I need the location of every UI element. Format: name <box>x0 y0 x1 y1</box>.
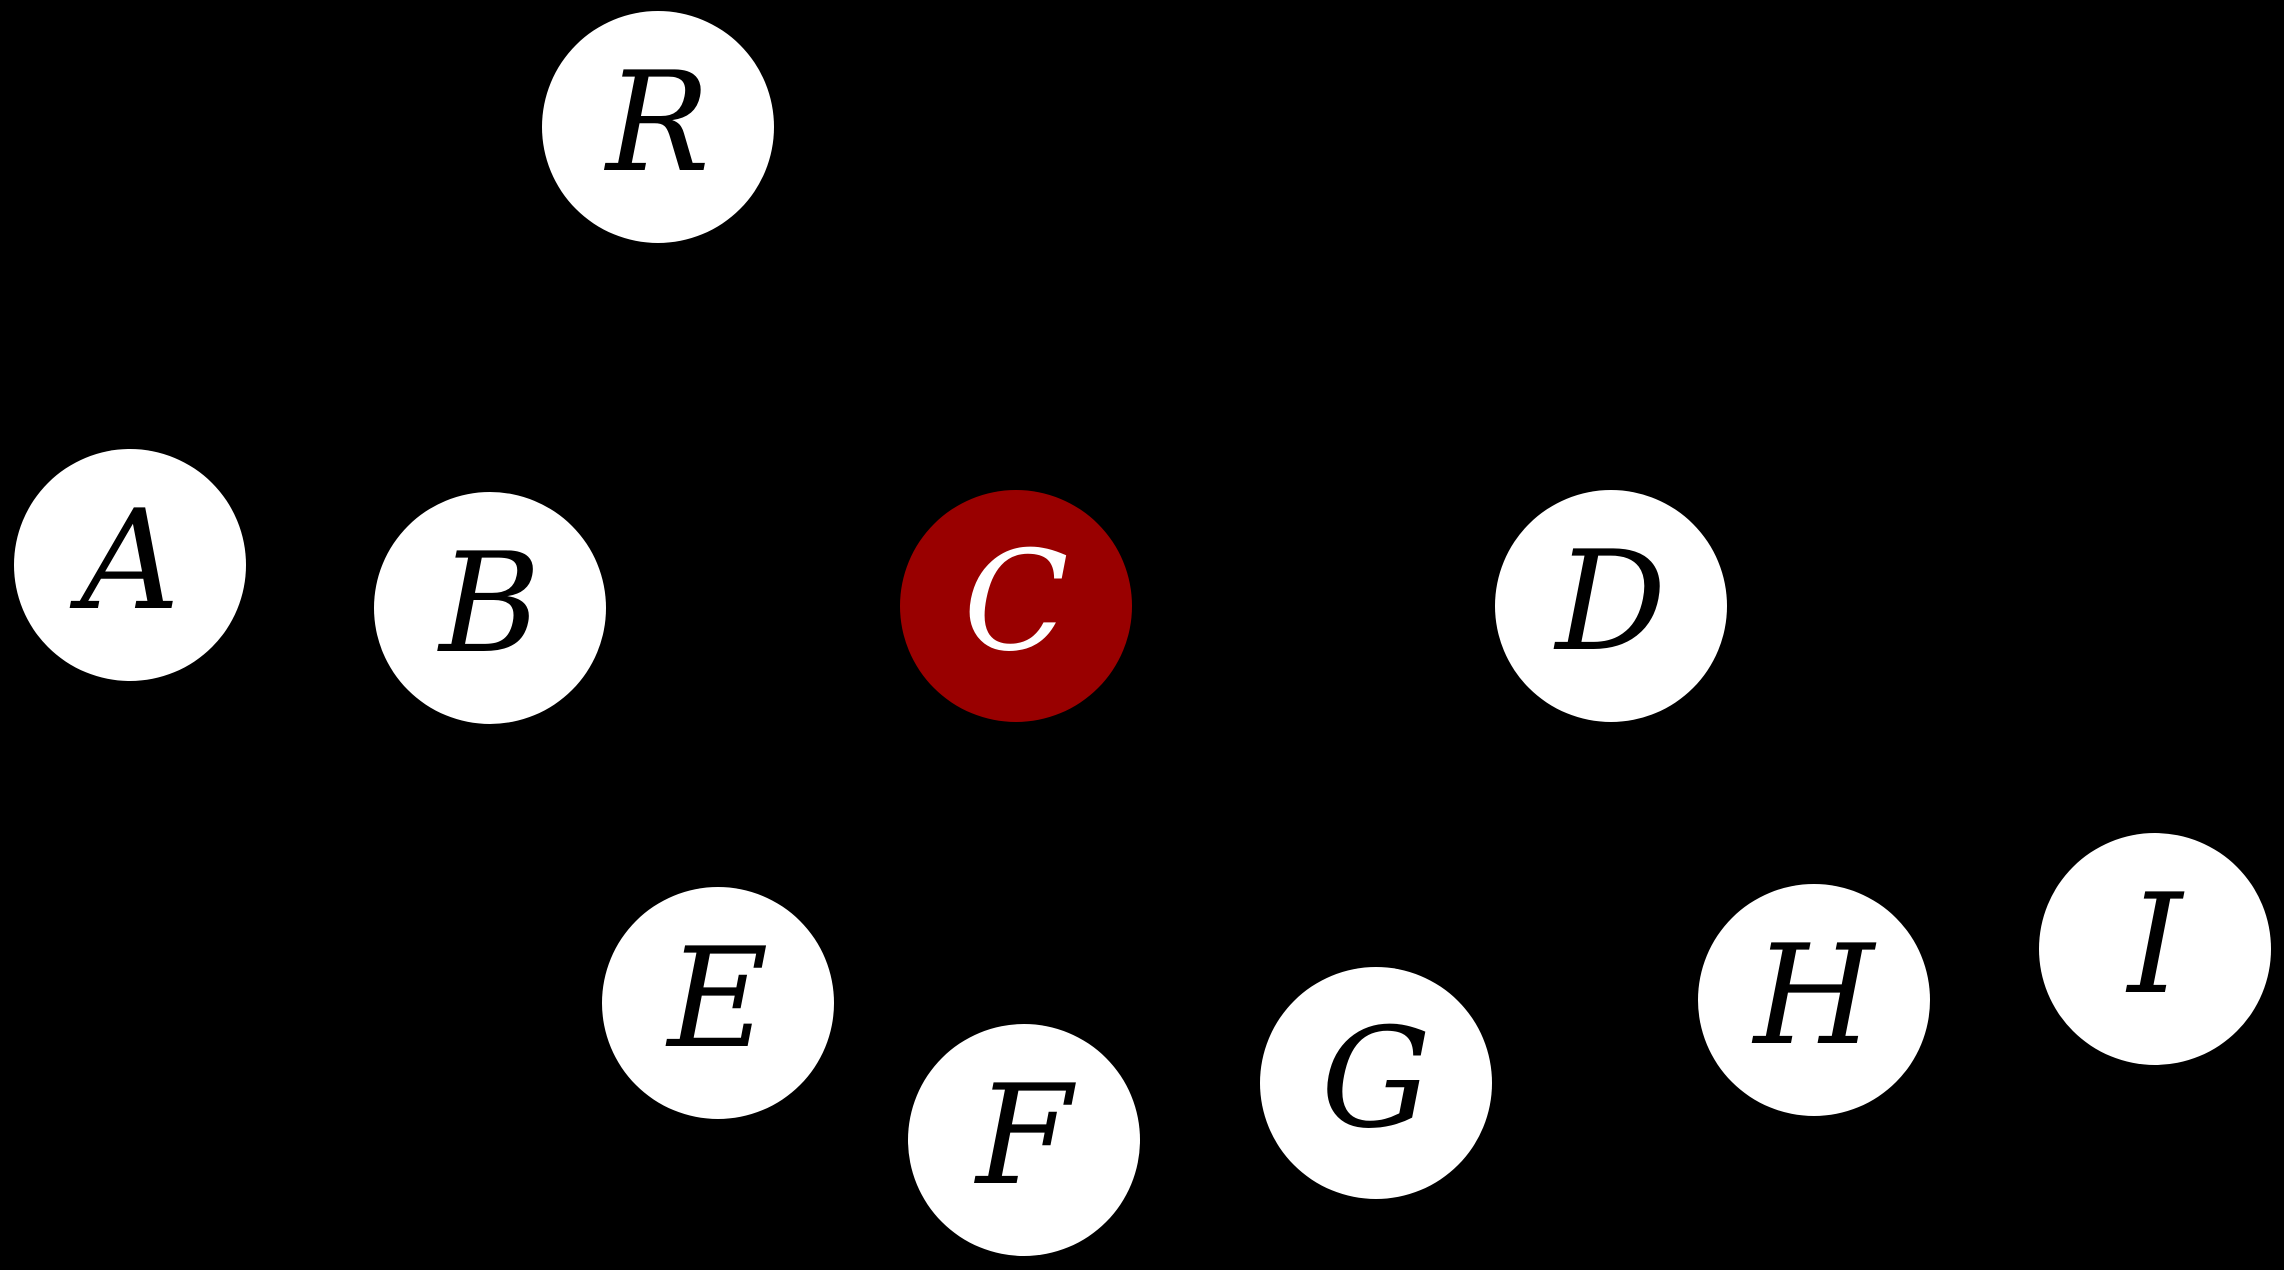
node-label-D: D <box>1555 521 1667 682</box>
node-G: G <box>1260 967 1492 1199</box>
node-I: I <box>2039 833 2271 1065</box>
node-label-I: I <box>2127 864 2183 1025</box>
node-E: E <box>602 887 834 1119</box>
node-label-G: G <box>1320 998 1432 1159</box>
node-F: F <box>908 1024 1140 1256</box>
node-B: B <box>374 492 606 724</box>
node-A: A <box>14 449 246 681</box>
node-H: H <box>1698 884 1930 1116</box>
node-label-A: A <box>80 480 180 641</box>
node-R: R <box>542 11 774 243</box>
node-D: D <box>1495 490 1727 722</box>
node-C: C <box>900 490 1132 722</box>
node-label-E: E <box>667 918 769 1079</box>
node-label-B: B <box>439 523 541 684</box>
node-label-F: F <box>976 1055 1072 1216</box>
node-label-C: C <box>963 521 1069 682</box>
node-label-R: R <box>606 42 710 203</box>
node-label-H: H <box>1753 915 1875 1076</box>
